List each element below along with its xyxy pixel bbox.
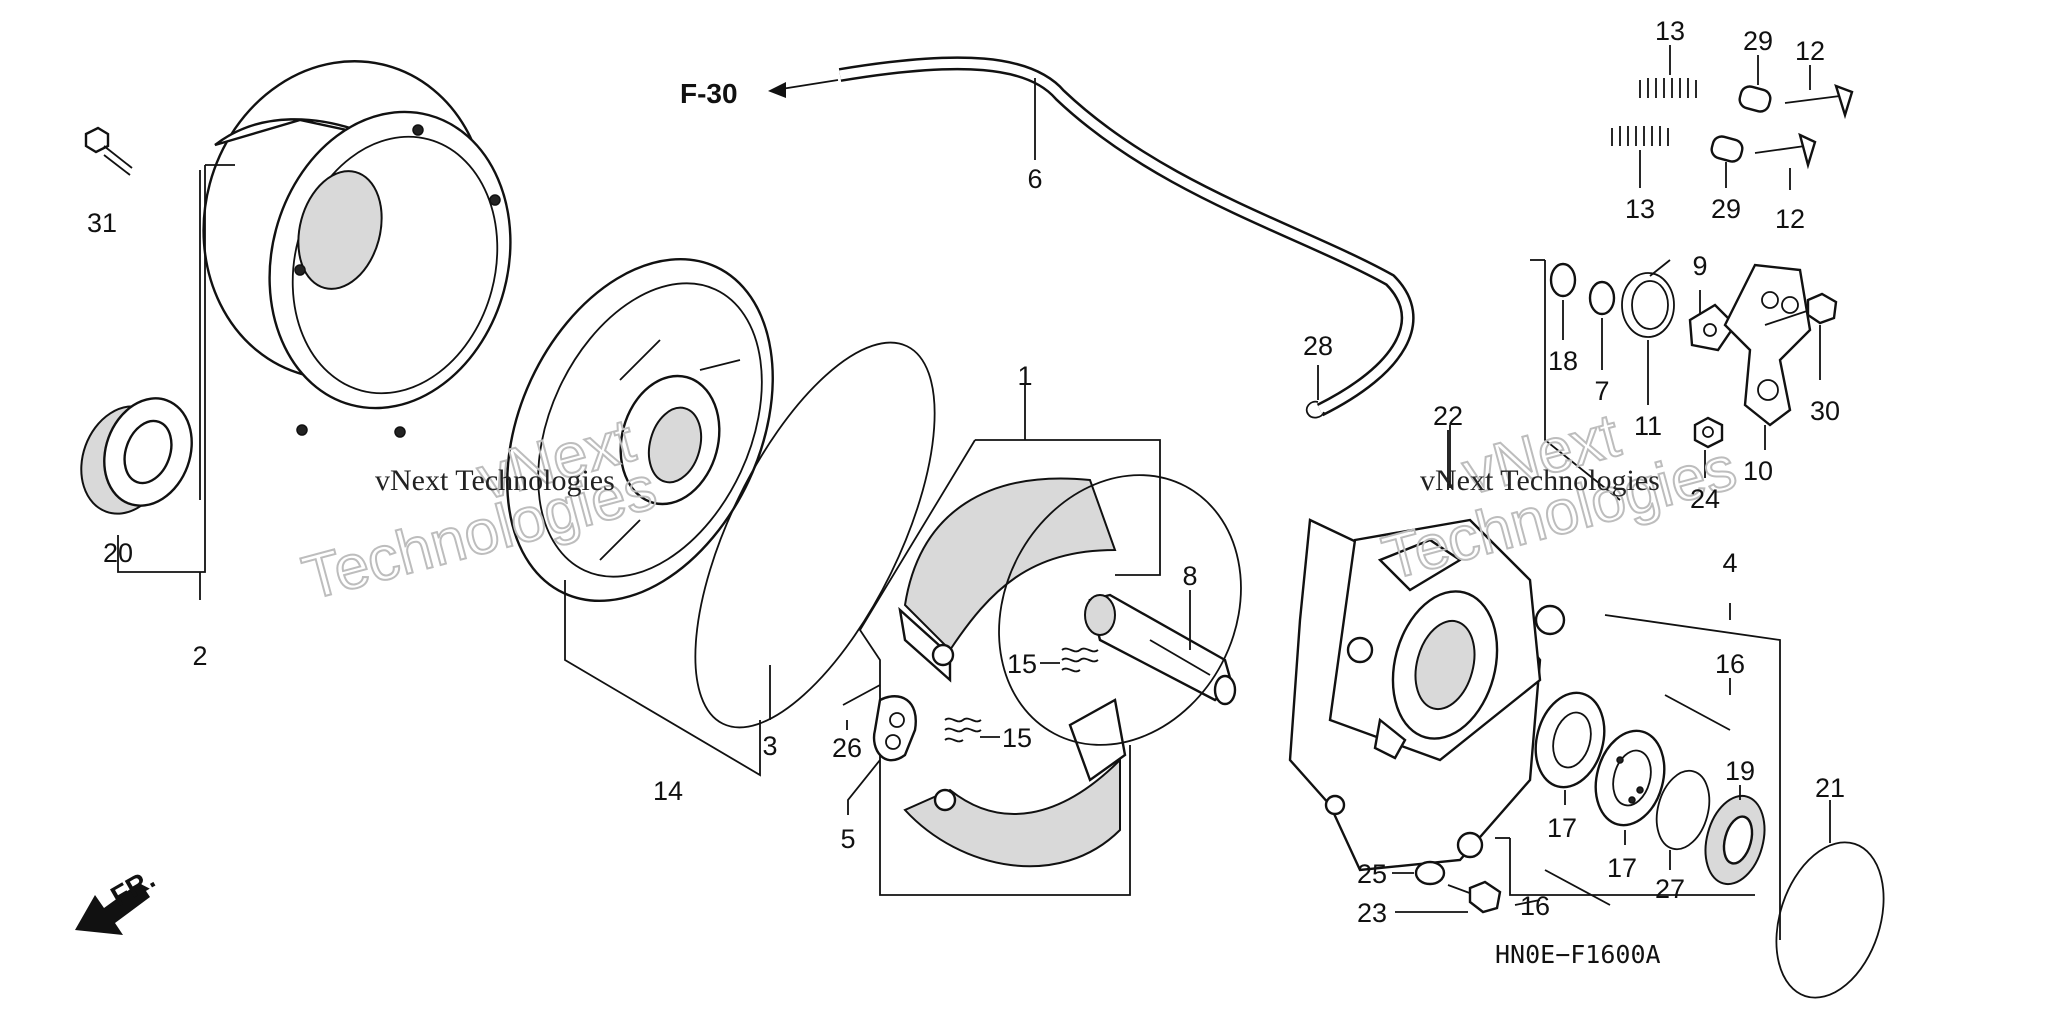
callout-8: 8 <box>1182 561 1197 591</box>
part-12-pins <box>1754 84 1854 170</box>
part-5-plate <box>872 695 917 762</box>
callout-23: 23 <box>1357 898 1387 928</box>
part-26-pin <box>842 684 881 706</box>
part-18-washer <box>1549 262 1577 298</box>
callout-17-right: 17 <box>1607 853 1637 883</box>
part-29-collars <box>1710 85 1772 163</box>
callout-15-bottom: 15 <box>1002 723 1032 753</box>
callout-27: 27 <box>1655 874 1685 904</box>
callout-20: 20 <box>103 538 133 568</box>
part-27-snap-ring <box>1655 769 1711 851</box>
part-30-bolt <box>1764 292 1838 326</box>
part-17-bearings <box>1534 691 1666 827</box>
part-15-springs <box>944 647 1099 743</box>
callout-24: 24 <box>1690 484 1720 514</box>
ref-f30-label: F-30 <box>680 78 738 109</box>
callout-5: 5 <box>840 824 855 854</box>
callout-11: 11 <box>1634 411 1662 441</box>
callout-31: 31 <box>87 208 117 238</box>
callout-9: 9 <box>1692 251 1707 281</box>
callout-16-bottom: 16 <box>1520 891 1550 921</box>
part-23-bolt <box>1447 880 1502 914</box>
part-1-brake-shoes <box>898 477 1127 868</box>
callout-16-top: 16 <box>1715 649 1745 679</box>
part-13-springs <box>1611 78 1697 146</box>
part-8-brake-cam <box>1084 593 1237 706</box>
callout-10: 10 <box>1743 456 1773 486</box>
callout-29-bottom: 29 <box>1711 194 1741 224</box>
part-24-nut <box>1693 416 1724 449</box>
part-25-washer <box>1414 860 1446 886</box>
callout-26: 26 <box>832 733 862 763</box>
callout-6: 6 <box>1027 164 1042 194</box>
callout-14: 14 <box>653 776 683 806</box>
part-28-clip <box>1305 400 1325 419</box>
part-7-washer <box>1588 280 1616 316</box>
part-4-brake-panel <box>998 474 1566 872</box>
part-9-indicator-plate <box>1688 303 1737 352</box>
callout-1: 1 <box>1017 361 1032 391</box>
callout-15-top: 15 <box>1007 649 1037 679</box>
callout-30: 30 <box>1810 396 1840 426</box>
callout-2: 2 <box>192 641 207 671</box>
callout-21: 21 <box>1815 773 1845 803</box>
part-2-drum-cover <box>202 60 512 438</box>
part-21-o-ring <box>1775 841 1885 999</box>
part-10-brake-arm <box>1723 263 1812 427</box>
part-19-seal <box>1704 794 1766 886</box>
callout-19: 19 <box>1725 756 1755 786</box>
part-14-brake-drum <box>506 257 774 603</box>
callout-22: 22 <box>1433 401 1463 431</box>
watermark-small-right: vNext Technologies <box>1420 464 1660 497</box>
part-6-breather-hose <box>838 56 1415 417</box>
part-3-ring <box>694 341 936 729</box>
part-11-spring <box>1621 259 1675 338</box>
callout-13-top: 13 <box>1655 16 1685 46</box>
part-16-studs <box>1544 694 1731 906</box>
callout-4: 4 <box>1722 548 1737 578</box>
watermark-right: Technologies vNext vNext Technologies <box>1375 400 1744 595</box>
callout-7: 7 <box>1594 376 1609 406</box>
callout-18: 18 <box>1548 346 1578 376</box>
callout-3: 3 <box>762 731 777 761</box>
callout-25: 25 <box>1357 859 1387 889</box>
callout-29-top: 29 <box>1743 26 1773 56</box>
callout-17-left: 17 <box>1547 813 1577 843</box>
diagram-code: HN0E−F1600A <box>1495 940 1661 969</box>
callout-12-bottom: 12 <box>1775 204 1805 234</box>
callout-28: 28 <box>1303 331 1333 361</box>
part-31-bolt <box>84 126 133 176</box>
callout-12-top: 12 <box>1795 36 1825 66</box>
callout-13-bottom: 13 <box>1625 194 1655 224</box>
front-direction-arrow <box>75 882 150 935</box>
watermark-small-left: vNext Technologies <box>375 464 615 497</box>
part-20-oil-seal <box>80 397 193 515</box>
